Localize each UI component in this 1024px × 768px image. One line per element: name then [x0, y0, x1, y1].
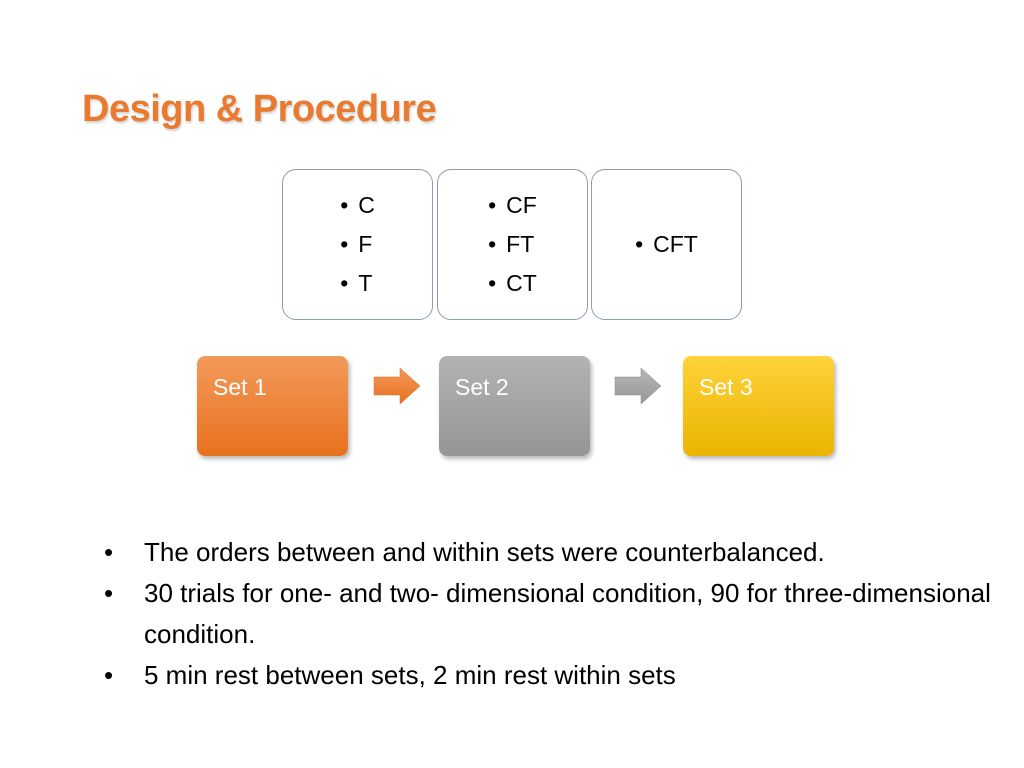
arrow-shape [373, 367, 421, 405]
bullet-item: The orders between and within sets were … [100, 532, 1000, 573]
condition-item: T [340, 264, 375, 303]
set-box-2: Set 2 [439, 356, 590, 456]
right-arrow-icon [373, 367, 421, 405]
condition-item: F [340, 225, 375, 264]
set-box-3: Set 3 [683, 356, 834, 456]
condition-box-1: C F T [282, 169, 433, 320]
set-label: Set 2 [455, 374, 509, 400]
right-arrow-icon [614, 367, 662, 405]
condition-item: CF [488, 186, 537, 225]
condition-item: FT [488, 225, 537, 264]
condition-box-3: CFT [591, 169, 742, 320]
slide-title: Design & Procedure [82, 88, 437, 130]
procedure-bullets: The orders between and within sets were … [100, 532, 1000, 696]
bullet-item: 30 trials for one- and two- dimensional … [100, 573, 1000, 655]
arrow-shape [614, 367, 662, 405]
set-label: Set 3 [699, 374, 753, 400]
set-label: Set 1 [213, 374, 267, 400]
bullet-item: 5 min rest between sets, 2 min rest with… [100, 655, 1000, 696]
condition-list-1: C F T [340, 186, 375, 303]
condition-item: CFT [635, 225, 698, 264]
condition-box-2: CF FT CT [437, 169, 588, 320]
condition-list-3: CFT [635, 225, 698, 264]
condition-item: C [340, 186, 375, 225]
set-box-1: Set 1 [197, 356, 348, 456]
condition-list-2: CF FT CT [488, 186, 537, 303]
condition-item: CT [488, 264, 537, 303]
